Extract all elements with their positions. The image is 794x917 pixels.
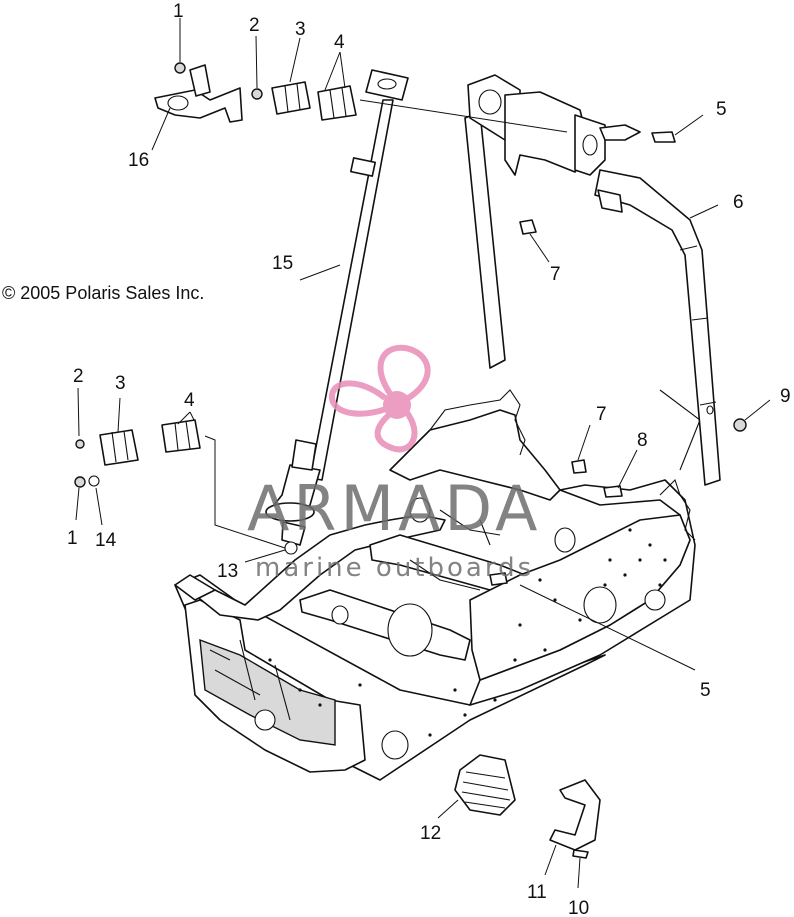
callout-6: 6 [733,192,744,213]
bracket-16 [154,62,243,123]
steering-post [265,69,409,546]
callout-labels: 1 2 3 4 5 6 7 15 16 2 3 4 9 7 8 1 14 13 … [67,1,791,917]
callout-5-lower: 5 [700,680,711,701]
callout-1-mid: 1 [67,528,78,549]
watermark-tagline: marine outboards [255,553,534,583]
watermark-brand: ARMADA [247,472,541,545]
callout-13: 13 [217,561,238,582]
callout-4: 4 [334,32,345,53]
copyright-text: © 2005 Polaris Sales Inc. [2,283,204,303]
callout-3-mid: 3 [115,373,126,394]
screw-10 [572,849,589,859]
watermark: ARMADA marine outboards [247,344,541,583]
callout-1: 1 [173,1,184,22]
steering-support-tube [464,74,721,486]
callout-15: 15 [272,253,293,274]
callout-8: 8 [637,430,648,451]
leader-lines [75,18,771,889]
callout-9: 9 [780,386,791,407]
clamp-set-mid [74,419,201,488]
callout-11: 11 [527,882,547,903]
boot-12 [454,754,516,816]
propeller-logo-icon [329,344,431,453]
callout-10: 10 [568,898,589,917]
callout-16: 16 [128,150,149,171]
callout-12: 12 [420,823,441,844]
callout-3: 3 [295,19,306,40]
callout-14: 14 [95,530,117,551]
chassis-frame [174,389,701,781]
callout-4-mid: 4 [184,390,195,411]
callout-2-mid: 2 [73,366,84,387]
callout-7: 7 [550,264,561,285]
clamp-set-top [251,81,357,121]
fasteners [284,131,747,586]
bezel-11 [549,779,601,851]
callout-7-mid: 7 [596,404,607,425]
callout-5: 5 [716,99,727,120]
callout-2: 2 [249,15,260,36]
